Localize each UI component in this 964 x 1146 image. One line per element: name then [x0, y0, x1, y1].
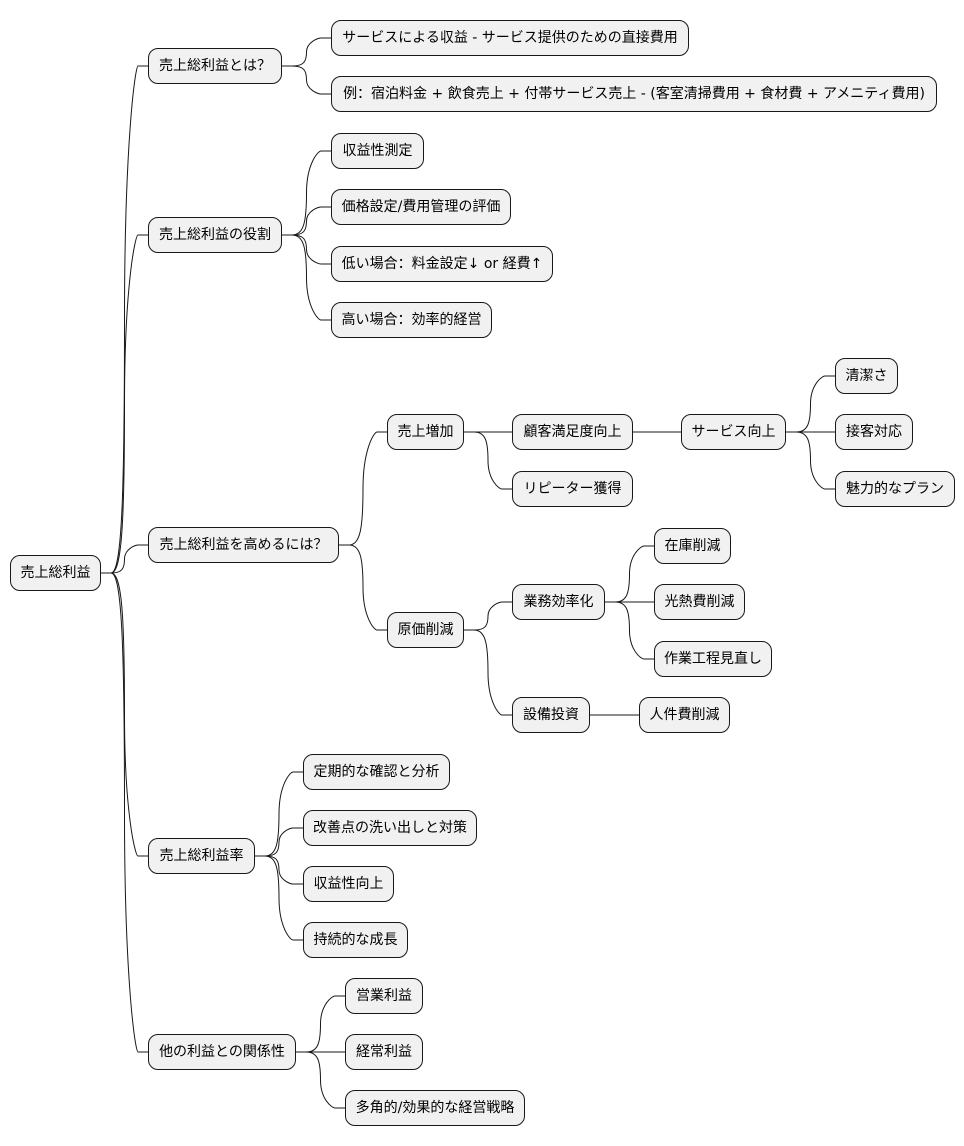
root-node: 売上総利益	[10, 555, 101, 591]
edge-b1-b1_1	[282, 37, 331, 67]
labor-cost-reduction-node: 人件費削減	[639, 697, 730, 733]
topic-gross-margin: 売上総利益率	[148, 838, 255, 874]
attractive-plans-node: 魅力的なプラン	[835, 471, 955, 507]
edge-b5-b5_1	[296, 995, 345, 1053]
edge-b2-b2_4	[282, 234, 331, 321]
edge-b2-b2_1	[282, 150, 331, 236]
inventory-reduction-node: 在庫削減	[654, 528, 731, 564]
edge-b2-b2_2	[282, 206, 331, 236]
cleanliness-node: 清潔さ	[835, 358, 898, 394]
sales-increase-node: 売上増加	[387, 414, 464, 450]
edge-b3-b3_1	[339, 431, 387, 546]
hospitality-node: 接客対応	[835, 414, 913, 450]
customer-satisfaction-node: 顧客満足度向上	[512, 414, 633, 450]
profitability-measure-node: 収益性測定	[331, 133, 424, 169]
service-improvement-node: サービス向上	[681, 414, 786, 450]
pricing-cost-evaluation-node: 価格設定/費用管理の評価	[331, 189, 511, 225]
utility-cost-reduction-node: 光熱費削減	[654, 584, 745, 620]
regular-review-node: 定期的な確認と分析	[303, 754, 450, 790]
repeat-customers-node: リピーター獲得	[512, 471, 633, 507]
edge-b3_2-b3_2_1	[464, 601, 512, 631]
profitability-improvement-node: 収益性向上	[303, 866, 394, 902]
edge-b5-b5_3	[296, 1051, 345, 1109]
edge-b3_1_1_1-b3_1_1_1_3	[786, 431, 835, 490]
topic-relation-to-other-profits: 他の利益との関係性	[148, 1034, 296, 1070]
edge-b3-b3_2	[339, 544, 387, 631]
edge-b3_1-b3_1_2	[464, 431, 512, 490]
high-case-node: 高い場合：効率的経営	[331, 302, 492, 338]
edge-b3_2_1-b3_2_1_3	[605, 601, 654, 660]
topic-role-of-gross-profit: 売上総利益の役割	[148, 217, 282, 253]
low-case-node: 低い場合：料金設定↓ or 経費↑	[331, 246, 553, 282]
edge-b4-b4_4	[255, 855, 303, 941]
edge-root-b3	[101, 544, 148, 574]
edge-root-b5	[101, 572, 148, 1053]
edge-b3_1_1_1-b3_1_1_1_1	[786, 375, 835, 433]
capital-investment-node: 設備投資	[512, 697, 590, 733]
ordinary-profit-node: 経常利益	[345, 1034, 423, 1070]
process-review-node: 作業工程見直し	[654, 641, 772, 677]
topic-what-is-gross-profit: 売上総利益とは？	[148, 48, 282, 84]
definition-node: サービスによる収益 - サービス提供のための直接費用	[331, 20, 689, 56]
improvement-points-node: 改善点の洗い出しと対策	[303, 810, 477, 846]
operational-efficiency-node: 業務効率化	[512, 584, 605, 620]
operating-profit-node: 営業利益	[345, 978, 423, 1014]
management-strategy-node: 多角的/効果的な経営戦略	[345, 1090, 525, 1126]
cost-reduction-node: 原価削減	[387, 612, 464, 648]
sustainable-growth-node: 持続的な成長	[303, 922, 408, 958]
edge-b3_2-b3_2_2	[464, 629, 512, 716]
edge-root-b4	[101, 572, 148, 857]
edge-b4-b4_2	[255, 827, 303, 857]
topic-how-to-increase: 売上総利益を高めるには？	[148, 527, 339, 563]
edge-b3_2_1-b3_2_1_1	[605, 545, 654, 603]
edge-b2-b2_3	[282, 234, 331, 265]
edge-root-b1	[101, 65, 148, 574]
edge-b1-b1_2	[282, 65, 331, 95]
edge-b4-b4_1	[255, 771, 303, 857]
edge-b4-b4_3	[255, 855, 303, 885]
example-formula-node: 例：宿泊料金 + 飲食売上 + 付帯サービス売上 - (客室清掃費用 + 食材費…	[331, 76, 937, 112]
edge-root-b2	[101, 234, 148, 574]
